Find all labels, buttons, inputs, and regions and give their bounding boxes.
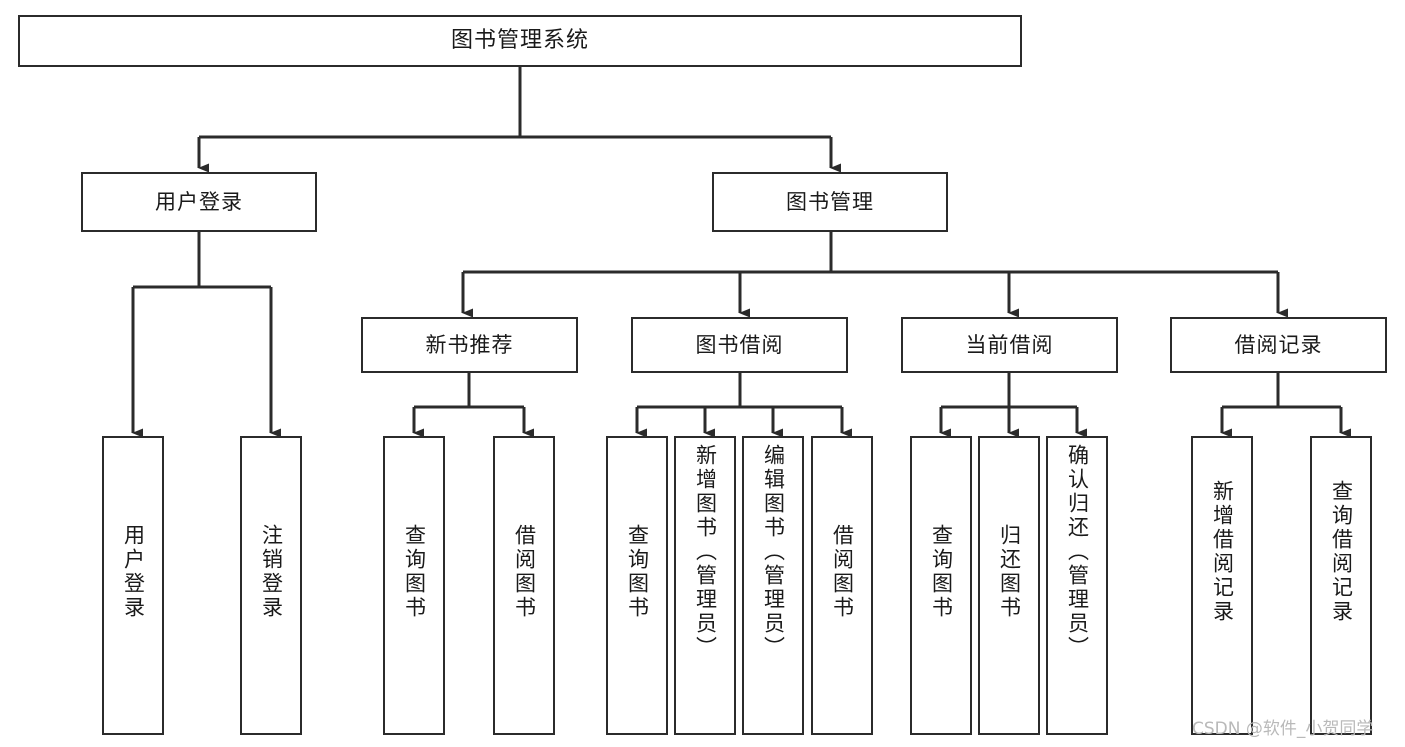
node-label: 查询借阅记录 xyxy=(1329,480,1354,624)
node-label: 当前借阅 xyxy=(965,332,1054,357)
node-user-login[interactable]: 用户登录 xyxy=(81,172,317,232)
leaf-query-book-current[interactable]: 查询图书 xyxy=(910,436,972,735)
leaf-user-login[interactable]: 用户登录 xyxy=(102,436,164,735)
node-label: 新书推荐 xyxy=(425,332,514,357)
node-label: 查询图书 xyxy=(929,524,954,620)
node-root-book-management-system[interactable]: 图书管理系统 xyxy=(18,15,1022,67)
leaf-query-borrow-record[interactable]: 查询借阅记录 xyxy=(1310,436,1372,735)
node-label: 图书管理 xyxy=(786,189,874,214)
node-label: 借阅图书 xyxy=(830,524,855,620)
node-label: 查询图书 xyxy=(402,524,427,620)
node-label: 编辑图书（管理员） xyxy=(761,444,786,660)
node-label: 新增借阅记录 xyxy=(1210,480,1235,624)
leaf-add-borrow-record[interactable]: 新增借阅记录 xyxy=(1191,436,1253,735)
node-new-book-recommendation[interactable]: 新书推荐 xyxy=(361,317,578,373)
node-label: 查询图书 xyxy=(625,524,650,620)
leaf-confirm-return-admin[interactable]: 确认归还（管理员） xyxy=(1046,436,1108,735)
leaf-add-book-admin[interactable]: 新增图书（管理员） xyxy=(674,436,736,735)
node-borrow-record[interactable]: 借阅记录 xyxy=(1170,317,1387,373)
node-book-borrow[interactable]: 图书借阅 xyxy=(631,317,848,373)
node-current-borrow[interactable]: 当前借阅 xyxy=(901,317,1118,373)
leaf-return-book[interactable]: 归还图书 xyxy=(978,436,1040,735)
node-label: 用户登录 xyxy=(155,189,243,214)
leaf-query-book-borrow[interactable]: 查询图书 xyxy=(606,436,668,735)
node-label: 图书借阅 xyxy=(695,332,784,357)
node-label: 借阅记录 xyxy=(1234,332,1323,357)
node-label: 新增图书（管理员） xyxy=(693,444,718,660)
node-book-management[interactable]: 图书管理 xyxy=(712,172,948,232)
node-label: 注销登录 xyxy=(259,524,284,620)
node-label: 确认归还（管理员） xyxy=(1065,444,1090,660)
node-label: 借阅图书 xyxy=(512,524,537,620)
leaf-borrow-book-new-rec[interactable]: 借阅图书 xyxy=(493,436,555,735)
node-label: 图书管理系统 xyxy=(450,28,589,54)
leaf-borrow-book-borrow[interactable]: 借阅图书 xyxy=(811,436,873,735)
node-label: 用户登录 xyxy=(121,524,146,620)
node-label: 归还图书 xyxy=(997,524,1022,620)
leaf-query-book-new-rec[interactable]: 查询图书 xyxy=(383,436,445,735)
csdn-watermark: CSDN @软件_小贺同学 xyxy=(1192,719,1374,739)
leaf-logout[interactable]: 注销登录 xyxy=(240,436,302,735)
leaf-edit-book-admin[interactable]: 编辑图书（管理员） xyxy=(742,436,804,735)
